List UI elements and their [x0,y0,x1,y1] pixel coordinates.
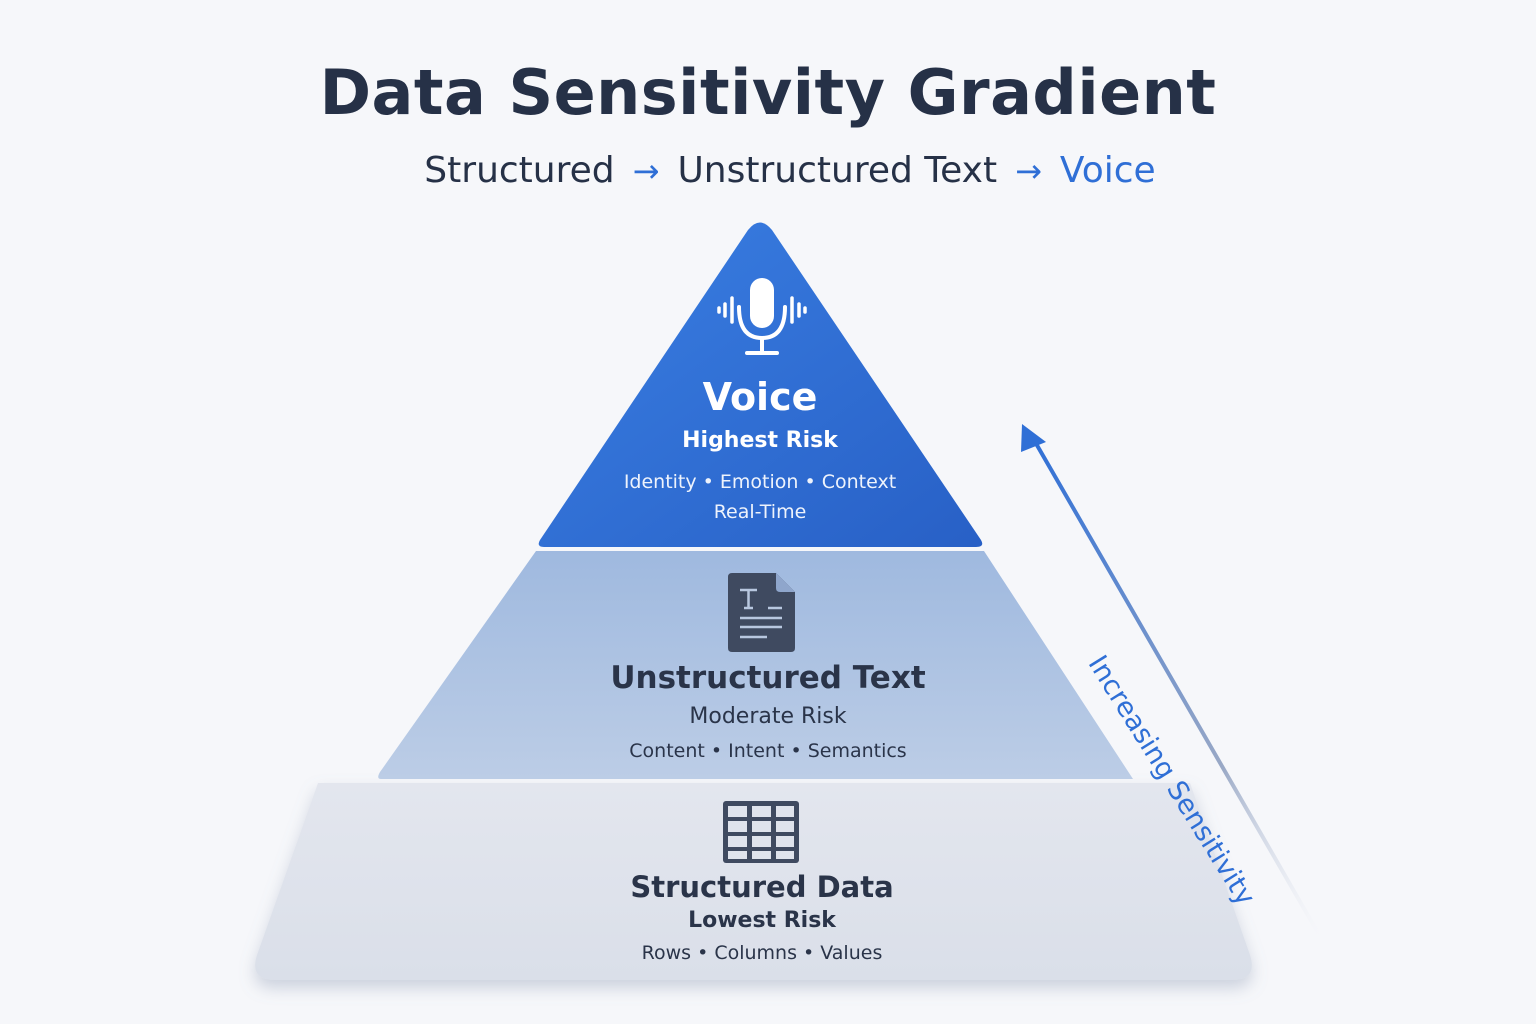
tier-text-name-wrap: Unstructured Text [8,660,1528,696]
progression-subtitle: Structured → Unstructured Text → Voice [0,150,1536,191]
tier-voice-risk-wrap: Highest Risk [0,428,1520,453]
tier-unstructured-text [378,551,1133,779]
tier-structured-name: Structured Data [630,870,894,904]
progression-step-structured: Structured [424,150,615,191]
tier-unstructured-risk: Moderate Risk [689,704,847,729]
tier-voice-label-group: Voice [0,375,1520,419]
tier-voice [538,222,983,547]
page-title: Data Sensitivity Gradient [319,56,1217,129]
progression-step-unstructured: Unstructured Text [677,150,998,191]
tier-voice-attributes: Identity • Emotion • Context [623,471,897,493]
tier-voice-attributes-line2: Real-Time [713,501,807,523]
tier-text-risk-wrap: Moderate Risk [8,704,1528,729]
text-document-icon [728,573,795,652]
tier-structured-attributes: Rows • Columns • Values [641,942,883,964]
progression-step-voice: Voice [1059,150,1156,191]
tier-unstructured-attributes: Content • Intent • Semantics [629,740,907,762]
tier-voice-name: Voice [702,375,818,419]
tier-voice-attrs2-wrap: Real-Time [0,501,1520,523]
tier-voice-risk: Highest Risk [682,428,838,453]
tier-unstructured-name: Unstructured Text [610,660,926,696]
table-grid-icon [723,801,799,863]
arrow-right-icon: → [1015,152,1042,190]
tier-structured-data [255,783,1252,980]
arrow-head-icon [1021,424,1046,452]
tier-structured-name-wrap: Structured Data [2,870,1522,904]
tier-structured-risk: Lowest Risk [688,908,836,933]
arrow-right-icon: → [632,152,660,190]
sensitivity-arrow [1021,424,1327,946]
tier-voice-attrs-wrap: Identity • Emotion • Context [0,471,1520,493]
tier-text-attrs-wrap: Content • Intent • Semantics [8,740,1528,762]
tier-structured-attrs-wrap: Rows • Columns • Values [2,942,1522,964]
microphone-icon [717,278,807,355]
tier-structured-risk-wrap: Lowest Risk [2,908,1522,933]
